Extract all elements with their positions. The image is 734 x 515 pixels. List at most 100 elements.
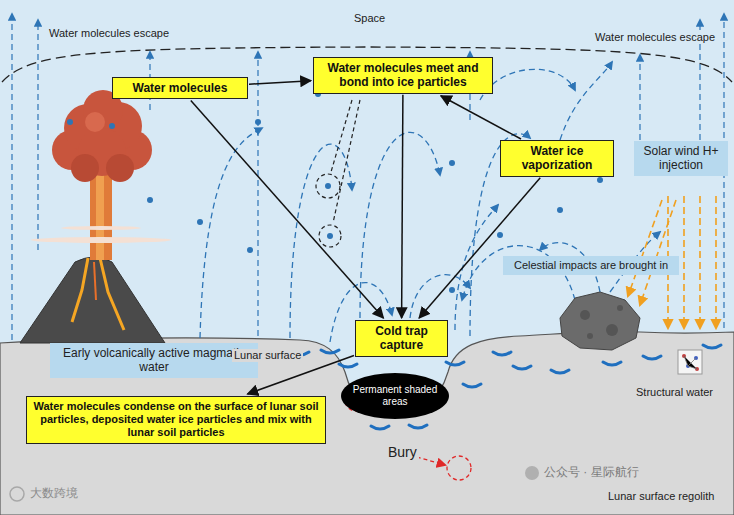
shaded-ellipse-fill — [341, 373, 449, 419]
illustration-part — [480, 69, 575, 100]
illustration-part — [11, 14, 12, 340]
illustration-part — [71, 154, 99, 182]
info-box: Early volcanically active magmatic water — [50, 343, 258, 378]
process-box: Water ice vaporization — [500, 140, 614, 177]
label-text: Lunar surface — [232, 349, 303, 362]
illustration-part — [31, 237, 171, 243]
label-text: Structural water — [634, 386, 715, 399]
ice-particle-callouts — [316, 100, 360, 247]
illustration-part — [463, 384, 481, 387]
node-text: Water ice vaporization — [505, 144, 609, 173]
illustration-part — [316, 174, 340, 198]
illustration-part — [339, 364, 357, 367]
illustration-part — [67, 91, 603, 341]
illustration-part — [703, 345, 721, 348]
illustration-part — [94, 262, 96, 300]
illustration-part — [683, 196, 685, 328]
logo-mark — [10, 466, 539, 501]
illustration-part — [360, 132, 440, 318]
node-text: Solar wind H+ injection — [639, 144, 723, 173]
illustration-part — [497, 232, 503, 238]
node-text: Permanent shaded areas — [352, 384, 438, 408]
illustration-part — [640, 200, 676, 305]
illustration-part — [327, 233, 333, 239]
illustration-part — [37, 20, 38, 250]
illustration-part — [85, 112, 105, 132]
lunar-ground — [0, 331, 734, 515]
illustration-part — [106, 154, 134, 182]
process-box: Water molecules meet and bond into ice p… — [313, 57, 493, 94]
process-box: Water molecules — [112, 77, 248, 99]
illustration-part — [410, 275, 470, 318]
node-text: Cold trap capture — [360, 324, 443, 353]
illustration-part — [325, 183, 331, 189]
illustration-part — [371, 426, 389, 429]
illustration-part — [449, 287, 455, 293]
process-box: Water molecules condense on the surface … — [26, 396, 326, 444]
illustration-part — [147, 197, 153, 203]
label-text: Water molecules escape — [593, 31, 717, 44]
illustration-part — [603, 362, 621, 365]
illustration-part — [61, 226, 141, 230]
info-box: Solar wind H+ injection — [634, 141, 728, 176]
connector-arrow — [419, 178, 540, 318]
illustration-part — [678, 350, 702, 374]
illustration-part — [580, 310, 590, 320]
structural-water-icon — [678, 350, 702, 374]
node-text: Water molecules condense on the surface … — [31, 400, 321, 440]
illustration-part — [455, 205, 498, 330]
asteroid — [560, 292, 640, 350]
label-text: Water molecules escape — [47, 27, 171, 40]
illustration-part — [525, 466, 539, 480]
illustration-part — [551, 370, 569, 373]
connector-arrow — [441, 96, 521, 139]
process-box: Cold trap capture — [355, 320, 448, 357]
illustration-part — [319, 225, 341, 247]
node-text: Celestial impacts are brought in — [508, 259, 674, 272]
illustration-part — [197, 219, 203, 225]
label-text: Bury — [386, 444, 419, 461]
illustration-part — [331, 100, 352, 172]
illustration-part — [560, 292, 640, 350]
illustration-part — [684, 356, 697, 369]
illustration-part — [628, 200, 662, 296]
illustration-part — [449, 160, 455, 166]
illustration-part — [639, 55, 640, 140]
illustration-part — [587, 333, 593, 339]
info-box: Celestial impacts are brought in — [503, 256, 679, 275]
shaded-area: Permanent shaded areas — [340, 372, 450, 420]
illustration-part — [10, 487, 24, 501]
illustration-part — [291, 345, 721, 429]
illustration-part — [67, 119, 73, 125]
illustration-part — [255, 119, 261, 125]
connector-arrow — [191, 100, 384, 318]
illustration-part — [493, 352, 511, 355]
illustration-part — [513, 366, 531, 369]
illustration-part — [247, 247, 253, 253]
illustration-part — [606, 324, 618, 336]
illustration-part — [557, 207, 563, 213]
illustration-part — [333, 100, 360, 223]
illustration-part — [90, 172, 112, 260]
illustration-part — [96, 172, 104, 260]
node-text: Early volcanically active magmatic water — [55, 346, 253, 375]
illustration-part — [446, 362, 464, 365]
illustration-part — [699, 196, 701, 328]
connector-arrow — [402, 95, 403, 318]
illustration-part — [409, 425, 427, 428]
illustration-part — [20, 257, 165, 343]
node-text: Water molecules meet and bond into ice p… — [318, 61, 488, 90]
illustration-part — [715, 196, 717, 328]
illustration-part — [321, 350, 339, 353]
illustration-part — [72, 258, 88, 322]
illustration-part — [597, 177, 603, 183]
connector-arrow — [249, 81, 311, 85]
illustration-part — [100, 258, 124, 330]
label-text: 公众号 · 星际航行 — [542, 465, 641, 479]
label-text: Lunar surface regolith — [606, 490, 716, 503]
illustration-part — [109, 123, 115, 129]
illustration-part — [560, 62, 612, 140]
label-text: 大数跨境 — [28, 486, 80, 500]
